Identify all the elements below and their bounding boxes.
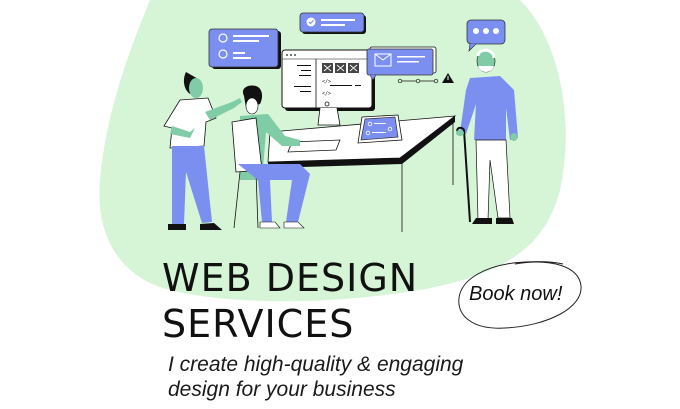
headline-line-1: WEB DESIGN <box>162 256 419 300</box>
subheading-line-2: design for your business <box>168 378 396 401</box>
person-standing-left <box>163 72 242 230</box>
book-now-button[interactable]: Book now! <box>455 252 585 332</box>
svg-text:</>: </> <box>322 91 331 97</box>
svg-text:</>: </> <box>322 79 331 85</box>
page-title: WEB DESIGN SERVICES <box>162 255 418 347</box>
monitor-icon: </> </> <box>281 49 375 126</box>
book-now-label: Book now! <box>469 283 563 305</box>
chat-bubble-icon <box>466 19 506 52</box>
subheading: I create high-quality & engaging design … <box>168 352 463 402</box>
hand-drawn-oval-icon <box>458 261 582 329</box>
person-elderly-right <box>456 48 518 224</box>
person-seated <box>231 85 310 229</box>
tablet-icon <box>357 114 403 144</box>
card-list-icon <box>208 28 281 69</box>
subheading-line-1: I create high-quality & engaging <box>168 353 464 376</box>
headline-line-2: SERVICES <box>162 302 355 346</box>
checkmark-card-icon <box>299 12 366 34</box>
mail-card-icon <box>366 46 437 81</box>
warning-icon <box>397 73 454 84</box>
